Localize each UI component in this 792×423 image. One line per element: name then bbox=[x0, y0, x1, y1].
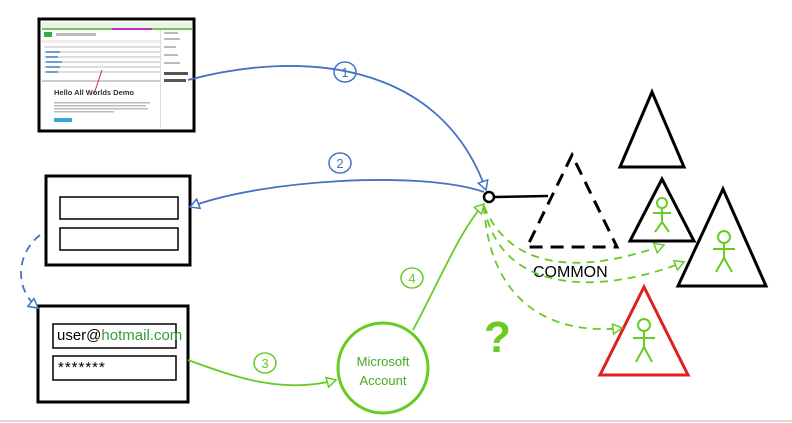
microsoft-account-line1: Microsoft bbox=[357, 354, 410, 369]
username-user-part: user@ bbox=[57, 327, 102, 344]
tenant-triangle-top bbox=[617, 88, 687, 169]
user-figure-icon bbox=[633, 318, 655, 363]
thumbnail-heading: Hello All Worlds Demo bbox=[54, 88, 135, 97]
password-value: ******* bbox=[58, 359, 106, 376]
svg-text:1: 1 bbox=[341, 65, 348, 80]
auth-endpoint-node bbox=[482, 190, 496, 204]
step-1-badge: 1 bbox=[333, 61, 357, 83]
thumbnail-chrome bbox=[42, 22, 192, 128]
node-connector-line bbox=[494, 194, 549, 199]
arrow-step-3 bbox=[187, 359, 336, 385]
user-figure-icon bbox=[713, 230, 735, 273]
user-figure-icon bbox=[653, 197, 671, 233]
dashed-arrow-to-red-tenant bbox=[483, 205, 622, 329]
empty-password-field bbox=[59, 227, 179, 251]
microsoft-account-circle bbox=[336, 321, 430, 415]
dashed-arrow-to-small-user-tenant bbox=[483, 205, 664, 264]
common-label: COMMON bbox=[533, 264, 608, 281]
arrow-step-2 bbox=[190, 179, 485, 207]
username-domain-part: hotmail.com bbox=[101, 327, 183, 344]
username-field bbox=[52, 323, 177, 349]
dashed-transition-arrow bbox=[20, 234, 41, 308]
arrow-step-4 bbox=[412, 204, 484, 331]
username-value: user@hotmail.com bbox=[57, 327, 182, 344]
svg-text:3: 3 bbox=[261, 356, 268, 371]
arrow-step-1 bbox=[187, 65, 486, 190]
webapp-screenshot-thumbnail: Hello All Worlds Demo bbox=[42, 22, 192, 128]
question-mark: ? bbox=[484, 313, 511, 362]
microsoft-account-line2: Account bbox=[360, 373, 407, 388]
thumbnail-body-text bbox=[54, 102, 150, 115]
svg-text:2: 2 bbox=[336, 156, 343, 171]
step-4-badge: 4 bbox=[400, 267, 424, 289]
svg-text:4: 4 bbox=[408, 271, 415, 286]
password-field bbox=[52, 355, 177, 381]
tenant-triangle-large-user bbox=[675, 185, 769, 288]
common-dashed-triangle bbox=[524, 151, 620, 249]
filled-login-form-frame bbox=[36, 304, 190, 404]
dashed-arrow-to-large-user-tenant bbox=[483, 205, 684, 284]
empty-username-field bbox=[59, 196, 179, 220]
step-3-badge: 3 bbox=[253, 352, 277, 374]
step-2-badge: 2 bbox=[328, 152, 352, 174]
empty-login-form-frame bbox=[44, 174, 192, 267]
thumbnail-button bbox=[54, 118, 72, 122]
